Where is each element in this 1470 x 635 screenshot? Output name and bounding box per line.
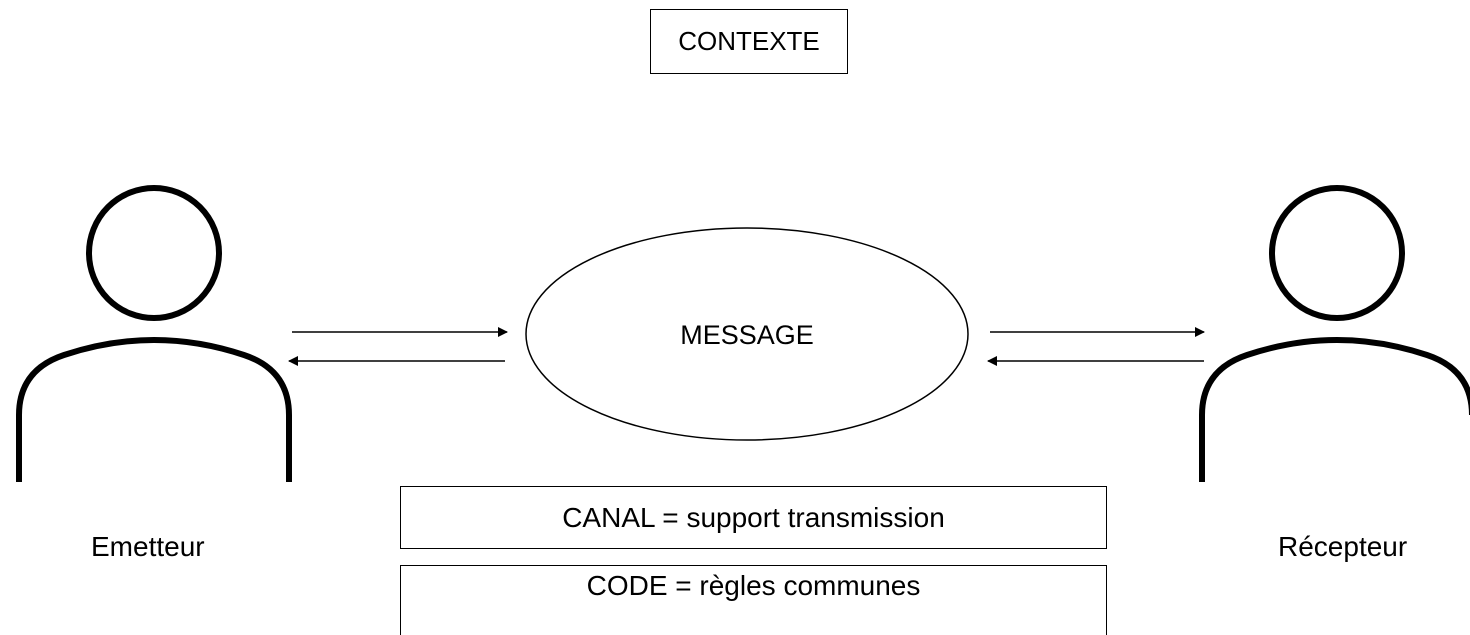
code-label: CODE = règles communes	[586, 569, 921, 601]
code-box: CODE = règles communes	[400, 565, 1107, 635]
context-label: CONTEXTE	[678, 26, 820, 56]
receiver-body	[1199, 337, 1470, 482]
message-ellipse	[525, 227, 969, 441]
message-label: MESSAGE	[680, 320, 814, 350]
channel-box: CANAL = support transmission	[400, 486, 1107, 549]
channel-label: CANAL = support transmission	[562, 501, 945, 533]
sender-label: Emetteur	[91, 531, 205, 562]
sender-person-icon	[16, 185, 292, 482]
receiver-head	[1269, 185, 1405, 321]
receiver-label: Récepteur	[1278, 531, 1408, 562]
sender-body	[16, 337, 292, 482]
sender-head	[86, 185, 222, 321]
context-box: CONTEXTE	[650, 9, 848, 74]
receiver-person-icon	[1199, 185, 1470, 482]
